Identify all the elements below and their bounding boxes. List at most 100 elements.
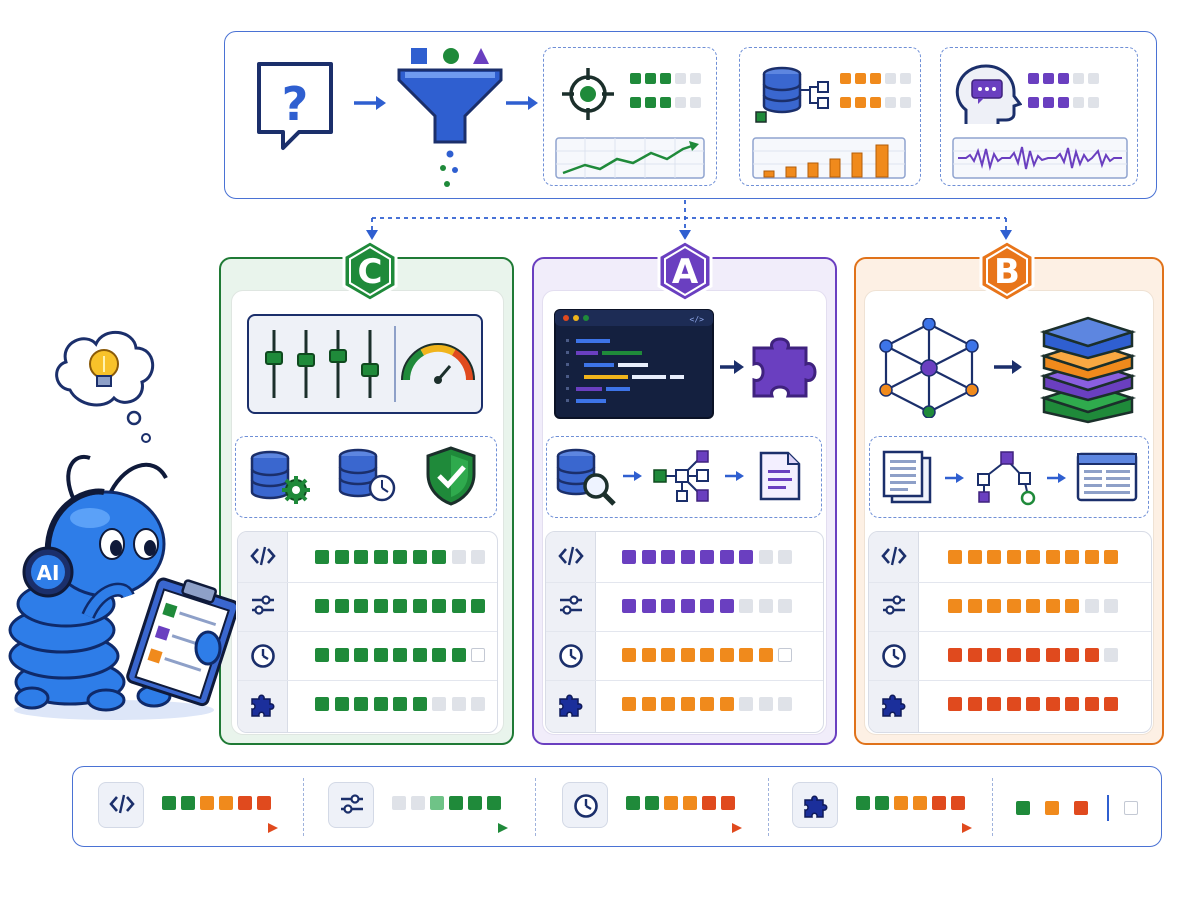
sliders-icon <box>265 330 379 398</box>
tune-icon <box>250 594 276 620</box>
score-square-filled <box>622 648 636 662</box>
legend-divider <box>768 778 769 836</box>
score-square-filled <box>700 599 714 613</box>
score-square-filled <box>758 648 773 662</box>
target-square <box>645 97 656 108</box>
score-square-filled <box>315 550 329 564</box>
legend-code-button <box>98 782 144 828</box>
score-square-empty <box>451 550 466 564</box>
divider <box>394 326 396 402</box>
legend-square <box>626 796 640 810</box>
legend-trend-arrow <box>856 823 972 833</box>
bar-chart-icon <box>752 137 906 179</box>
target-square <box>660 97 671 108</box>
code-window-icon: </> <box>554 309 714 419</box>
browser-window-icon <box>1076 452 1138 502</box>
graph-icon <box>653 450 709 502</box>
speech-square <box>1058 97 1069 108</box>
score-square-empty <box>758 599 773 613</box>
score-square-filled <box>412 648 427 662</box>
legend-square <box>932 796 946 810</box>
legend-divider <box>535 778 536 836</box>
panel-a-badge: A <box>657 239 713 303</box>
score-square-filled <box>373 648 388 662</box>
legend-square <box>162 796 176 810</box>
score-square-filled <box>451 648 466 662</box>
target-square <box>690 73 701 84</box>
legend-square <box>449 796 463 810</box>
score-square-filled <box>700 550 714 564</box>
clock-icon <box>250 643 276 673</box>
waveform-icon <box>952 137 1128 179</box>
score-square-filled <box>373 599 388 613</box>
database-square <box>870 73 881 84</box>
clock-icon <box>881 643 907 673</box>
database-square <box>900 73 911 84</box>
score-square-filled <box>1006 648 1021 662</box>
score-square-filled <box>315 697 329 711</box>
score-square-filled <box>412 697 427 711</box>
score-square-filled <box>393 550 407 564</box>
panel-c-letter: C <box>358 252 383 292</box>
layer-stack-icon <box>1039 316 1137 424</box>
funnel-icon <box>397 48 503 187</box>
database-tree-icon <box>755 66 829 123</box>
legend-square <box>430 796 444 810</box>
legend-square <box>487 796 501 810</box>
document-icon <box>759 451 801 501</box>
score-square-filled <box>661 550 675 564</box>
score-square-filled <box>1006 599 1021 613</box>
score-square-filled <box>354 697 368 711</box>
score-square-filled <box>1026 697 1040 711</box>
network-icon <box>879 318 979 418</box>
puzzle-icon <box>881 692 907 722</box>
tune-icon <box>339 793 365 819</box>
clock-icon <box>558 643 584 673</box>
legend-trend-arrow <box>626 823 742 833</box>
score-square-filled <box>739 648 753 662</box>
score-square-filled <box>948 697 962 711</box>
score-square-empty <box>1104 648 1118 662</box>
arrow-icon <box>623 471 642 481</box>
score-square-filled <box>948 599 962 613</box>
legend-square <box>257 796 271 810</box>
arrow-icon <box>994 360 1022 374</box>
speech-square <box>1043 73 1054 84</box>
legend-puzzle-button <box>792 782 838 828</box>
score-square-empty <box>471 550 485 564</box>
score-square-filled <box>661 697 675 711</box>
score-square-filled <box>641 648 656 662</box>
puzzle-icon <box>803 793 829 823</box>
score-square-filled <box>719 599 734 613</box>
score-square-filled <box>739 550 753 564</box>
target-square <box>675 97 686 108</box>
panel-b-badge: B <box>979 239 1035 303</box>
database-search-icon <box>556 448 616 506</box>
tune-icon <box>881 594 907 620</box>
score-square-filled <box>719 550 734 564</box>
score-square-filled <box>315 599 329 613</box>
database-square <box>885 97 896 108</box>
panel-b-pipeline-card <box>869 436 1149 518</box>
score-square-filled <box>354 550 368 564</box>
code-icon <box>109 793 135 819</box>
head-chat-icon <box>955 64 1022 124</box>
score-square-filled <box>412 599 427 613</box>
legend-square <box>683 796 697 810</box>
legend-divider <box>992 778 993 836</box>
legend-square <box>856 796 870 810</box>
speech-square <box>1088 73 1099 84</box>
puzzle-icon <box>752 337 817 398</box>
score-square-filled <box>1065 648 1079 662</box>
score-square-filled <box>1065 599 1079 613</box>
score-square-filled <box>393 599 407 613</box>
mascot-badge-label: AI <box>37 561 60 585</box>
speech-square <box>1073 97 1084 108</box>
score-square-filled <box>1045 697 1060 711</box>
gauge-icon <box>401 343 475 384</box>
score-square-empty <box>778 648 792 662</box>
score-square-empty <box>739 697 753 711</box>
speech-square <box>1028 73 1039 84</box>
database-gear-icon <box>250 450 310 504</box>
